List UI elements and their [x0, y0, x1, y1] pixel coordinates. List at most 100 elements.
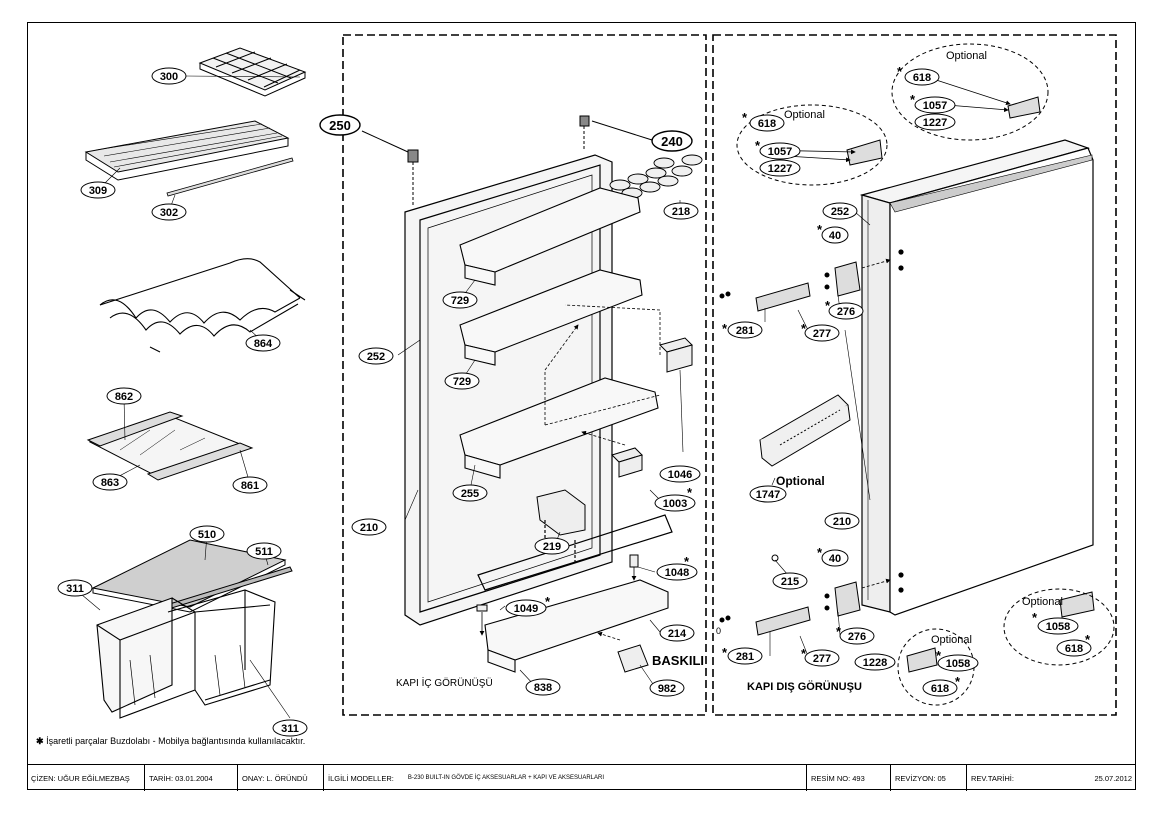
callout-text: 276 — [837, 306, 855, 318]
star: * — [1085, 632, 1091, 647]
callout-text: 863 — [101, 477, 119, 489]
baskili-label: BASKILI — [652, 653, 704, 668]
revision-date: REV.TARİHİ: 25.07.2012 — [967, 765, 1136, 791]
callout-text: 311 — [66, 583, 84, 595]
star: * — [722, 321, 728, 336]
callout-618-bottom: 618 — [922, 679, 958, 697]
callout-1747: 1747 — [749, 485, 787, 503]
callout-text: 252 — [367, 351, 385, 363]
callout-text: 214 — [668, 628, 687, 640]
hinge-brackets — [755, 96, 1095, 673]
callout-1228: 1228 — [854, 653, 896, 671]
callout-text: 215 — [781, 576, 799, 588]
callout-277-top: 277 — [804, 324, 840, 342]
star: * — [742, 110, 748, 125]
callout-text: 210 — [833, 516, 851, 528]
callout-40-bottom: 40 — [821, 549, 849, 567]
footnote-text: İşaretli parçalar Buzdolabı - Mobilya ba… — [46, 736, 306, 746]
footnote-star: ✱ — [36, 736, 44, 746]
callout-text: 1227 — [923, 117, 947, 129]
date: TARİH: 03.01.2004 — [145, 765, 238, 791]
star: * — [545, 594, 551, 609]
callout-276-top: 276 — [828, 302, 864, 320]
callout-text: 210 — [360, 522, 378, 534]
small-zero-label: 0 — [716, 626, 722, 636]
callout-text: 618 — [913, 72, 931, 84]
callout-1227-right: 1227 — [914, 113, 956, 131]
outer-door — [859, 139, 1094, 616]
callout-text: 1057 — [923, 100, 947, 112]
callout-281-top: 281 — [727, 321, 763, 339]
star: * — [836, 624, 842, 639]
callout-text: 729 — [453, 376, 471, 388]
callout-text: 276 — [848, 631, 866, 643]
star: * — [825, 298, 831, 313]
star: * — [801, 646, 807, 661]
star-markers: * * * * * * * * * * * * * * * * * * * — [545, 64, 1091, 689]
assembly-arrows — [479, 304, 661, 641]
callout-text: 302 — [160, 207, 178, 219]
star: * — [955, 674, 961, 689]
callout-864: 864 — [245, 334, 281, 352]
callout-text: 510 — [198, 529, 216, 541]
callout-729-mid: 729 — [444, 372, 480, 390]
callout-510: 510 — [189, 525, 225, 543]
callout-text: 311 — [281, 723, 299, 735]
callout-982: 982 — [649, 679, 685, 697]
callout-text: 277 — [813, 653, 831, 665]
callout-text: 240 — [661, 134, 683, 149]
glass-shelf — [86, 411, 254, 481]
callout-250: 250 — [319, 114, 361, 136]
screws — [719, 272, 830, 623]
callout-text: 1058 — [946, 658, 970, 670]
star: * — [817, 545, 823, 560]
callout-511: 511 — [246, 542, 282, 560]
callout-text: 40 — [829, 230, 841, 242]
star: * — [817, 222, 823, 237]
callout-1058-right: 1058 — [1037, 617, 1079, 635]
star: * — [936, 648, 942, 663]
optional-handle-cover — [759, 394, 851, 467]
door-inner-view-title: KAPI İÇ GÖRÜNÜŞÜ — [396, 678, 493, 689]
star: * — [897, 64, 903, 79]
drawing-frame — [27, 22, 1136, 790]
footnote: ✱ İşaretli parçalar Buzdolabı - Mobilya … — [36, 736, 305, 747]
callout-text: 218 — [672, 206, 690, 218]
callout-255: 255 — [452, 484, 488, 502]
optional-label-1747: Optional — [776, 474, 825, 488]
callout-text: 1227 — [768, 163, 792, 175]
callout-210-right: 210 — [824, 512, 860, 530]
star: * — [684, 554, 690, 569]
callout-text: 982 — [658, 683, 676, 695]
callout-219: 219 — [534, 537, 570, 555]
door-shelves — [459, 187, 669, 673]
wire-shelf — [84, 120, 290, 181]
callout-311-top: 311 — [57, 579, 93, 597]
revision-date-value: 25.07.2012 — [1094, 773, 1132, 783]
callout-277-bottom: 277 — [804, 649, 840, 667]
door-outer-view-title: KAPI DIŞ GÖRÜNUŞU — [747, 681, 862, 693]
callout-text: 511 — [255, 546, 273, 558]
callout-text: 1058 — [1046, 621, 1070, 633]
callout-text: 1048 — [665, 567, 689, 579]
related-models-value: B-230 BUILT-IN GÖVDE İÇ AKSESUARLAR + KA… — [407, 775, 604, 781]
callout-1046: 1046 — [659, 465, 701, 483]
callout-text: 219 — [543, 541, 561, 553]
callout-text: 864 — [254, 338, 273, 350]
callout-text: 618 — [1065, 643, 1083, 655]
callout-text: 277 — [813, 328, 831, 340]
callout-302: 302 — [151, 203, 187, 221]
shelf-strip — [166, 157, 294, 197]
ice-tray — [198, 47, 307, 97]
revision-date-label: REV.TARİHİ: — [971, 773, 1014, 783]
callout-252-left: 252 — [358, 347, 394, 365]
bottle-rack — [99, 258, 306, 353]
optional-label-top-right: Optional — [946, 50, 987, 62]
callout-text: 618 — [931, 683, 949, 695]
callout-text: 729 — [451, 295, 469, 307]
callout-text: 838 — [534, 682, 552, 694]
callout-861: 861 — [232, 476, 268, 494]
optional-label-top-left: Optional — [784, 109, 825, 121]
